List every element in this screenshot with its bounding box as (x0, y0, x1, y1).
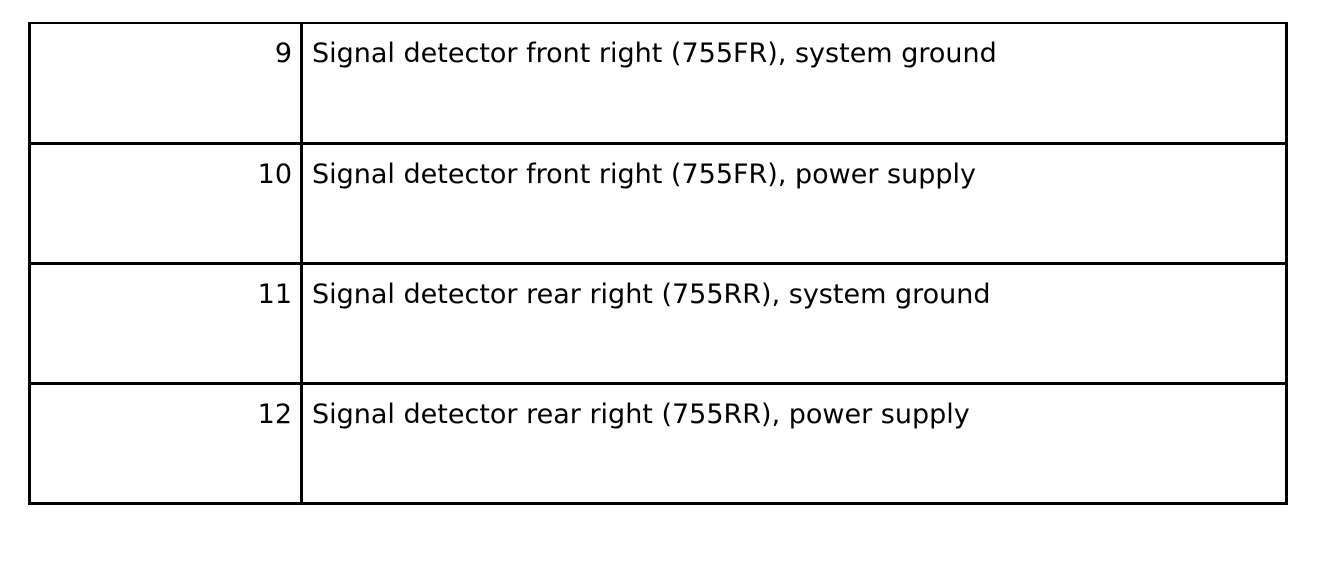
pin-number: 9 (28, 22, 303, 145)
pin-description: Signal detector rear right (755RR), syst… (300, 261, 1288, 385)
table-row: 9 Signal detector front right (755FR), s… (28, 22, 1288, 145)
connector-pin-table: 9 Signal detector front right (755FR), s… (28, 22, 1288, 505)
pin-description: Signal detector rear right (755RR), powe… (300, 381, 1288, 505)
pin-number: 11 (28, 261, 303, 385)
table-row: 10 Signal detector front right (755FR), … (28, 141, 1288, 265)
table-row: 11 Signal detector rear right (755RR), s… (28, 261, 1288, 385)
pin-description: Signal detector front right (755FR), sys… (300, 22, 1288, 145)
table-row: 12 Signal detector rear right (755RR), p… (28, 381, 1288, 505)
pin-number: 12 (28, 381, 303, 505)
pin-description: Signal detector front right (755FR), pow… (300, 141, 1288, 265)
pin-number: 10 (28, 141, 303, 265)
